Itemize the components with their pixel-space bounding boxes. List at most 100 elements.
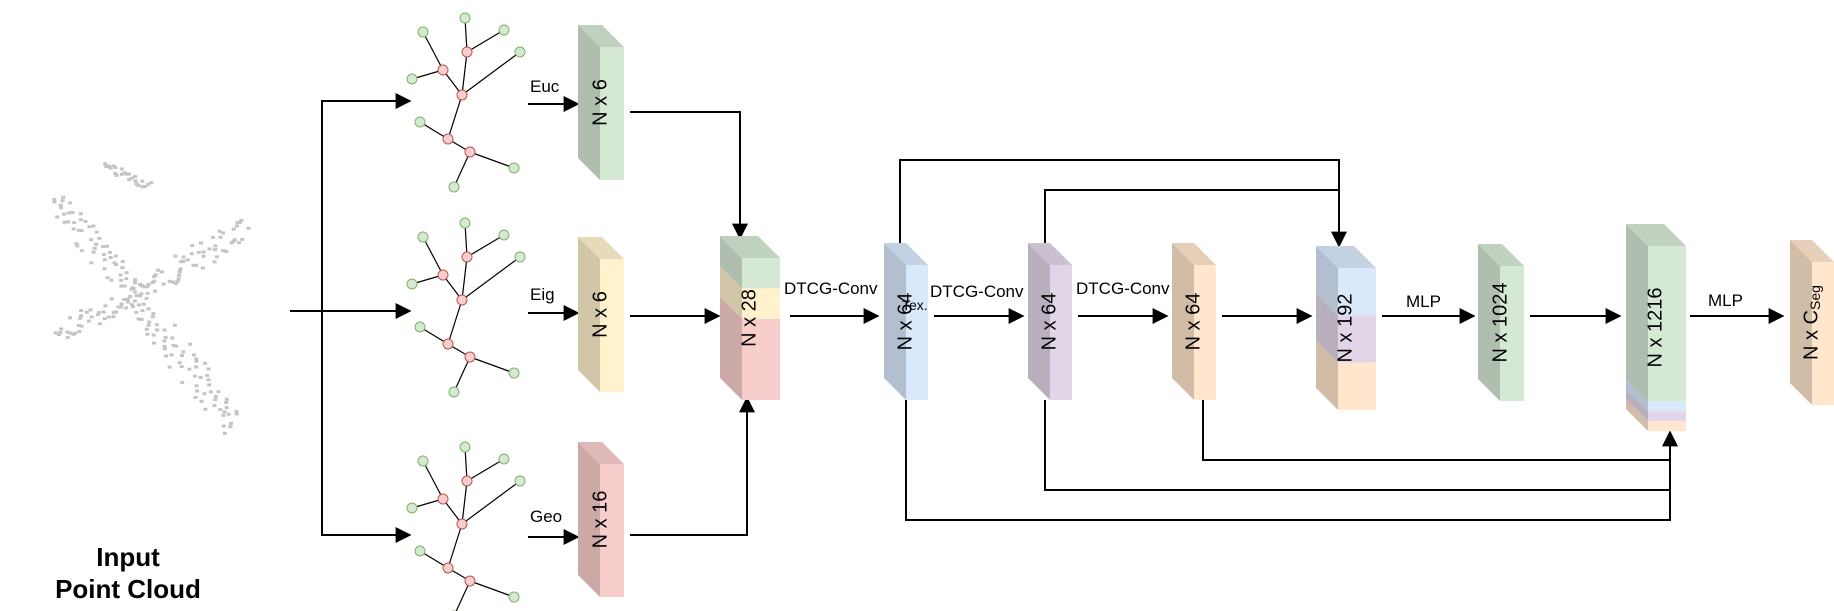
block-top-face bbox=[578, 442, 624, 464]
block-front-face bbox=[1338, 268, 1376, 316]
point-cloud-point bbox=[119, 278, 124, 282]
point-cloud-point bbox=[124, 172, 129, 176]
point-cloud-point bbox=[213, 398, 218, 401]
point-cloud-point bbox=[62, 220, 67, 224]
graph-euclidean bbox=[406, 12, 526, 193]
point-cloud-point bbox=[120, 266, 125, 270]
label-dtcg-conv-3: DTCG-Conv bbox=[1076, 279, 1170, 298]
point-cloud-point bbox=[146, 307, 151, 311]
graph-inner-node bbox=[442, 338, 454, 350]
block-side-face bbox=[1316, 246, 1338, 316]
point-cloud-point bbox=[61, 195, 66, 199]
point-cloud-point bbox=[213, 248, 217, 252]
point-cloud-point bbox=[130, 176, 134, 180]
point-cloud-point bbox=[132, 299, 137, 303]
point-cloud-point bbox=[61, 212, 66, 216]
point-cloud-point bbox=[163, 335, 168, 339]
point-cloud-point bbox=[191, 263, 196, 267]
point-cloud-point bbox=[203, 407, 208, 411]
block-concat1216-label: N x 1216 bbox=[1644, 287, 1666, 367]
point-cloud-point bbox=[133, 290, 138, 294]
label-dtcg-conv-1: DTCG-Conv bbox=[784, 279, 878, 298]
point-cloud-point bbox=[114, 173, 119, 177]
block-stage1: N x 64 bbox=[884, 243, 928, 400]
point-cloud-point bbox=[200, 266, 205, 270]
block-eig: N x 6 bbox=[578, 237, 624, 392]
point-cloud-point bbox=[116, 305, 121, 309]
point-cloud-point bbox=[113, 172, 118, 175]
point-cloud-point bbox=[203, 361, 208, 365]
block-side-face bbox=[1626, 399, 1648, 431]
point-cloud-point bbox=[218, 235, 223, 239]
graph-leaf-node bbox=[508, 162, 520, 174]
graph-inner-node bbox=[437, 269, 449, 281]
graph-edge bbox=[422, 236, 444, 276]
point-cloud-point bbox=[79, 314, 84, 318]
point-cloud-point bbox=[140, 185, 145, 189]
input-point-cloud-image bbox=[52, 162, 251, 435]
point-cloud-point bbox=[208, 390, 213, 394]
point-cloud-point bbox=[68, 331, 73, 335]
point-cloud-point bbox=[122, 298, 127, 302]
point-cloud-point bbox=[178, 267, 183, 271]
graph-leaf-node bbox=[514, 251, 526, 263]
point-cloud-point bbox=[207, 247, 212, 251]
block-front-face bbox=[600, 47, 624, 180]
block-mlp1: N x 1024 bbox=[1478, 244, 1524, 401]
graph-inner-node bbox=[456, 89, 468, 101]
graph-edge bbox=[453, 356, 471, 393]
point-cloud-point bbox=[152, 275, 157, 278]
point-cloud-point bbox=[59, 327, 63, 331]
point-cloud-point bbox=[207, 383, 212, 387]
block-side-face bbox=[1478, 244, 1500, 401]
point-cloud-point bbox=[111, 315, 116, 319]
point-cloud-point bbox=[137, 303, 141, 307]
graph-edge bbox=[464, 446, 468, 482]
skip-stage3-to-concat1216 bbox=[1202, 400, 1670, 461]
block-stage2: N x 64 bbox=[1028, 243, 1072, 400]
point-cloud-point bbox=[119, 167, 124, 171]
point-cloud-point bbox=[109, 297, 114, 301]
point-cloud-point bbox=[177, 361, 182, 365]
graph-edge bbox=[469, 580, 515, 598]
point-cloud-point bbox=[167, 365, 172, 369]
point-cloud-point bbox=[66, 211, 71, 215]
point-cloud-point bbox=[59, 206, 64, 210]
point-cloud-point bbox=[83, 220, 88, 223]
point-cloud-point bbox=[162, 347, 167, 351]
graph-edge bbox=[461, 51, 468, 96]
point-cloud-point bbox=[175, 280, 180, 283]
point-cloud-point bbox=[172, 323, 177, 327]
graph-leaf-node bbox=[417, 455, 429, 467]
label-eig: Eig bbox=[530, 285, 555, 304]
point-cloud-point bbox=[91, 250, 96, 254]
point-cloud-point bbox=[246, 226, 251, 230]
point-cloud-point bbox=[151, 341, 156, 345]
block-top-face bbox=[720, 236, 780, 258]
graph-edge bbox=[455, 580, 471, 611]
graph-leaf-node bbox=[406, 278, 418, 290]
point-cloud-point bbox=[151, 333, 156, 337]
point-cloud-point bbox=[119, 172, 124, 176]
graph-leaf-node bbox=[417, 231, 429, 243]
point-cloud-point bbox=[147, 320, 152, 324]
point-cloud-point bbox=[124, 277, 129, 281]
point-cloud-point bbox=[111, 311, 116, 314]
point-cloud-point bbox=[228, 425, 233, 429]
point-cloud-point bbox=[194, 357, 199, 361]
point-cloud-point bbox=[75, 244, 80, 248]
block-side-face bbox=[720, 266, 742, 319]
point-cloud-point bbox=[151, 312, 156, 316]
point-cloud-point bbox=[162, 344, 167, 348]
point-cloud-point bbox=[237, 241, 241, 245]
point-cloud-point bbox=[159, 270, 164, 274]
point-cloud-point bbox=[127, 172, 131, 176]
graph-eigen bbox=[406, 217, 526, 398]
point-cloud-point bbox=[206, 378, 211, 382]
graph-edge bbox=[469, 356, 515, 374]
block-front-face bbox=[906, 265, 928, 400]
point-cloud-point bbox=[78, 212, 83, 216]
point-cloud-point bbox=[88, 308, 93, 312]
point-cloud-point bbox=[103, 304, 108, 308]
point-cloud-point bbox=[145, 291, 150, 295]
